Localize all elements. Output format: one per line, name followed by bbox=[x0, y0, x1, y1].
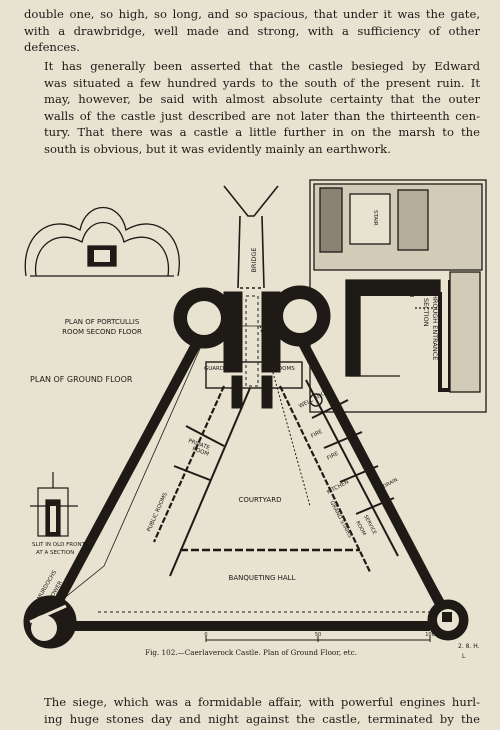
slit-label-2: AT A SECTION bbox=[36, 550, 74, 556]
corner-towers bbox=[23, 595, 469, 649]
section-label-2: THROUGH ENTRANCE bbox=[431, 289, 439, 360]
well-drawing bbox=[309, 393, 323, 407]
paragraph-siege: The siege, which was a formidable affair… bbox=[24, 694, 480, 727]
bridge-label: BRIDGE bbox=[250, 247, 258, 272]
castle-walls bbox=[51, 323, 449, 631]
kitchen-label: KITCHEN bbox=[326, 479, 350, 495]
ground-floor-label: PLAN OF GROUND FLOOR bbox=[30, 375, 133, 384]
guard-label: GUARD bbox=[204, 366, 224, 372]
text-line: south is obvious, but it was evidently m… bbox=[44, 141, 391, 156]
text-line: defences. bbox=[24, 40, 80, 55]
bridge-drawing bbox=[223, 185, 279, 289]
public-rooms-label: PUBLIC ROOMS bbox=[146, 491, 169, 532]
section-through-entrance bbox=[309, 179, 487, 413]
courtyard-label: COURTYARD bbox=[239, 496, 282, 504]
grand-stairs-label: GRAND STAIRS bbox=[328, 500, 353, 539]
text-line: may, however, be said with almost absolu… bbox=[44, 92, 480, 107]
slit-label-1: SLIT IN OLD FRONT bbox=[32, 542, 86, 548]
paragraph-top: double one, so high, so long, and so spa… bbox=[24, 6, 480, 56]
portcullis-label-2: ROOM SECOND FLOOR bbox=[62, 328, 142, 336]
portcullis-label-1: PLAN OF PORTCULLIS bbox=[65, 318, 140, 326]
text-line: The siege, which was a formidable affair… bbox=[44, 695, 480, 709]
text-line: walls of the castle just described are n… bbox=[44, 108, 480, 123]
scale-label-50: 50 bbox=[315, 632, 321, 638]
text-line: with a drawbridge, well made and strong,… bbox=[24, 23, 480, 38]
banqueting-hall-label: BANQUETING HALL bbox=[229, 574, 296, 582]
paragraph-castle-location: It has generally been asserted that the … bbox=[24, 58, 480, 158]
text-line: tury. That there was a castle a little f… bbox=[44, 125, 480, 140]
rooms-label: ROOMS bbox=[274, 366, 295, 372]
scale-bar bbox=[205, 636, 431, 642]
castle-plan-drawing: PLAN OF PORTCULLIS ROOM SECOND FLOOR STA… bbox=[23, 179, 487, 660]
portcullis-plan bbox=[24, 206, 180, 277]
drain-label: DRAIN bbox=[382, 477, 399, 490]
service-room-label-2: ROOM bbox=[354, 520, 367, 537]
text-line: double one, so high, so long, and so spa… bbox=[24, 7, 480, 21]
figure-caption: Fig. 102.—Caerlaverock Castle. Plan of G… bbox=[145, 648, 357, 657]
text-line: was situated a few hundred yards to the … bbox=[44, 75, 480, 90]
scale-label-0: 0 bbox=[204, 632, 207, 638]
private-room-label-2: ROOM bbox=[191, 446, 209, 458]
castle-plan-figure: PLAN OF PORTCULLIS ROOM SECOND FLOOR STA… bbox=[10, 176, 490, 674]
section-label-1: SECTION bbox=[422, 298, 430, 327]
artist-signature: 2. 8. H. bbox=[458, 643, 480, 650]
slit-detail bbox=[30, 472, 78, 537]
corner-mark: L bbox=[462, 653, 466, 660]
fire-label-2: FIRE bbox=[326, 451, 340, 462]
text-line: It has generally been asserted that the … bbox=[44, 59, 480, 73]
arch-label: ARCH bbox=[408, 282, 414, 297]
gatehouse-towers bbox=[173, 285, 331, 409]
fire-label-1: FIRE bbox=[310, 429, 324, 440]
stair-label: STAIR bbox=[372, 210, 378, 226]
text-line: ing huge stones day and night against th… bbox=[44, 711, 480, 726]
scale-label-100: 100 bbox=[425, 632, 435, 638]
